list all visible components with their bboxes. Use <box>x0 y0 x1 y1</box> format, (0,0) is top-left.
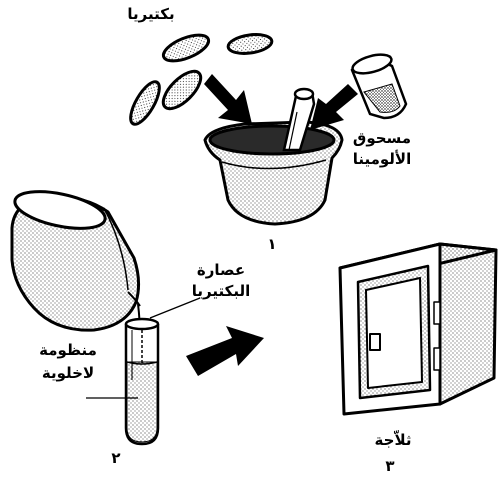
juice-leader-line <box>150 298 200 318</box>
step-number-2: ٢ <box>104 450 128 467</box>
alumina-beaker <box>351 51 406 118</box>
bacterium-cell <box>157 65 206 114</box>
test-tube <box>126 319 158 444</box>
bacterium-cell <box>125 78 165 129</box>
label-juice-line1: عصارة <box>178 262 264 279</box>
label-juice-line2: البكتيريا <box>178 283 264 300</box>
pouring-mortar <box>12 185 140 330</box>
label-bacteria: بكتيريا <box>116 6 186 23</box>
label-alumina-line2: الألومينا <box>336 151 428 168</box>
label-alumina-line1: مسحوق <box>336 130 428 147</box>
arrow-to-fridge-icon <box>186 326 264 376</box>
arrow-bacteria-to-mortar-icon <box>204 74 252 124</box>
label-refrigerator: ثلاّجة <box>358 432 428 449</box>
label-alumina-powder: مسحوق الألومينا <box>336 130 428 169</box>
step-number-3: ٣ <box>378 458 402 475</box>
bacteria-cells <box>125 30 273 129</box>
refrigerator <box>340 244 496 414</box>
mortar <box>205 122 342 224</box>
label-cellfree-line2: لاخلوية <box>26 365 110 382</box>
label-bacteria-juice: عصارة البكتيريا <box>178 262 264 301</box>
label-cellfree-line1: منظومة <box>26 342 110 359</box>
bacterium-cell <box>160 30 212 67</box>
arrow-alumina-to-mortar-icon <box>310 84 358 130</box>
label-cell-free-system: منظومة لاخلوية <box>26 342 110 383</box>
step-number-1: ١ <box>260 236 284 253</box>
bacterium-cell <box>227 32 273 56</box>
